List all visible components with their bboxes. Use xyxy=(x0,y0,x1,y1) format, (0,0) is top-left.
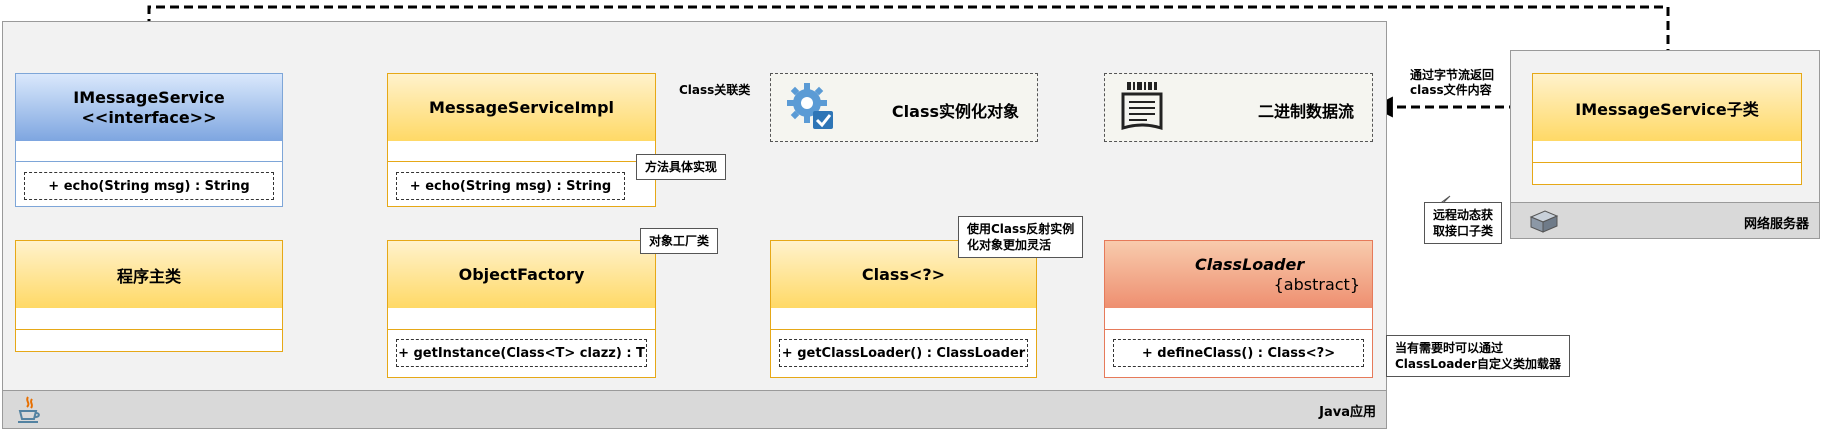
class-instance-label: Class实例化对象 xyxy=(891,102,1019,121)
loader-note: 当有需要时可以通过 ClassLoader自定义类加载器 xyxy=(1386,335,1570,377)
java-app-footer: Java应用 xyxy=(3,390,1386,428)
binary-stream-label: 二进制数据流 xyxy=(1257,102,1354,121)
imessage-service-stereotype: <<interface>> xyxy=(81,107,217,127)
object-factory-name: ObjectFactory xyxy=(388,241,655,308)
network-server-label: 网络服务器 xyxy=(1743,217,1809,232)
binary-document-icon xyxy=(1119,80,1165,134)
class-instance-object: Class实例化对象 xyxy=(770,73,1038,142)
class-assoc-label: Class关联类 xyxy=(679,83,751,97)
java-app-label: Java应用 xyxy=(1319,405,1376,420)
get-class-loader-method: + getClassLoader() : ClassLoader xyxy=(779,339,1028,367)
remote-subclass-name: IMessageService子类 xyxy=(1533,74,1801,141)
class-loader-class: ClassLoader {abstract} + defineClass() :… xyxy=(1104,240,1373,378)
impl-echo-method: + echo(String msg) : String xyxy=(396,172,625,200)
reflection-note: 使用Class反射实例 化对象更加灵活 xyxy=(958,216,1084,258)
byte-return-label: 通过字节流返回 class文件内容 xyxy=(1410,68,1495,97)
server-icon xyxy=(1527,207,1561,235)
main-class-name: 程序主类 xyxy=(16,241,282,308)
imessage-service-name: IMessageService xyxy=(73,87,225,107)
imessage-service-class: IMessageService <<interface>> + echo(Str… xyxy=(15,73,283,207)
message-service-impl-class: MessageServiceImpl + echo(String msg) : … xyxy=(387,73,656,207)
imessage-service-header: IMessageService <<interface>> xyxy=(16,74,282,141)
object-factory-class: ObjectFactory + getInstance(Class<T> cla… xyxy=(387,240,656,378)
main-class: 程序主类 xyxy=(15,240,283,352)
class-loader-name: ClassLoader xyxy=(1195,255,1305,274)
impl-note: 方法具体实现 xyxy=(636,154,727,180)
remote-note: 远程动态获 取接口子类 xyxy=(1424,202,1503,244)
message-service-impl-name: MessageServiceImpl xyxy=(388,74,655,141)
gear-check-icon xyxy=(785,81,837,133)
class-generic-class: Class<?> + getClassLoader() : ClassLoade… xyxy=(770,240,1037,378)
network-server-footer: 网络服务器 xyxy=(1511,202,1819,238)
class-loader-modifier: {abstract} xyxy=(1273,275,1360,294)
remote-subclass-class: IMessageService子类 xyxy=(1532,73,1802,185)
class-loader-header: ClassLoader {abstract} xyxy=(1105,241,1372,308)
factory-note: 对象工厂类 xyxy=(640,228,719,254)
imessage-service-echo-method: + echo(String msg) : String xyxy=(24,172,274,200)
java-icon xyxy=(15,395,41,425)
get-instance-method: + getInstance(Class<T> clazz) : T xyxy=(396,339,647,367)
define-class-method: + defineClass() : Class<?> xyxy=(1113,339,1364,367)
binary-stream-object: 二进制数据流 xyxy=(1104,73,1373,142)
